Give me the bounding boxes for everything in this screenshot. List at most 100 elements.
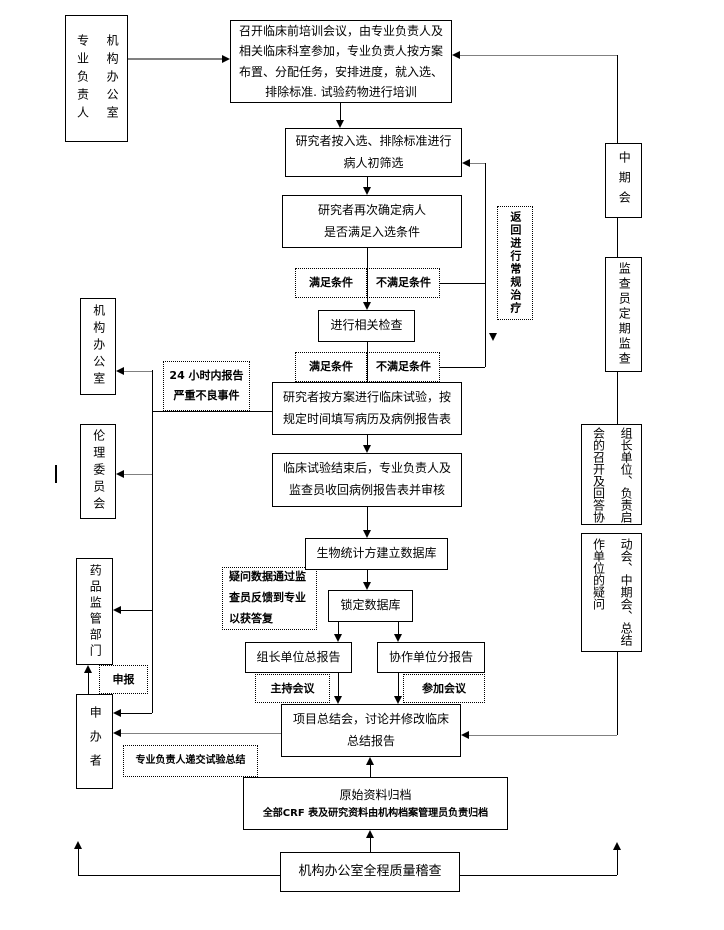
arrow-up: [613, 842, 621, 850]
node-text: 药品监管部门: [88, 563, 103, 660]
label-text: 专业负责人递交试验总结: [135, 755, 246, 766]
arrow-left: [113, 709, 121, 717]
node-text: 机构办公室: [91, 304, 106, 389]
label-text: 满足条件: [309, 360, 353, 374]
connector-line: [440, 367, 485, 368]
declare-label: 申报: [99, 665, 148, 694]
node-text: 协作单位分报告: [388, 649, 473, 664]
node-text-line: 监查员收回病例报告表并审核: [288, 483, 445, 497]
node-text: 锁定数据库: [340, 598, 401, 613]
connector-line: [469, 735, 617, 736]
node-archive-original-data: 原始资料归档 全部CRF 表及研究资料由机构档案管理员负责归档: [243, 777, 508, 830]
node-leader-duty-top: 会的召开及回答协 组长单位、负责启: [581, 424, 642, 525]
connector-line: [370, 835, 371, 852]
leader-duty-right-column: 动会、中期会、总结: [619, 538, 634, 646]
leader-duty-left-column: 作单位的疑问: [591, 538, 606, 610]
arrow-down: [363, 302, 371, 310]
submit-summary-label: 专业负责人递交试验总结: [123, 745, 258, 777]
arrow-down: [334, 696, 342, 704]
label-line: 24 小时内报告: [169, 369, 244, 383]
connector-line: [370, 762, 371, 777]
label-text: 申报: [112, 672, 135, 686]
connector-line: [121, 733, 281, 734]
node-text-line: 召开临床前培训会议，由专业负责人及: [238, 23, 443, 38]
report-24h-label: 24 小时内报告 严重不良事件: [163, 361, 250, 411]
connector-line: [152, 411, 272, 412]
label-line: 疑问数据通过监: [229, 570, 306, 584]
label-text: 返回进行常规治疗: [508, 211, 522, 315]
connector-line: [617, 372, 618, 424]
connector-line: [460, 875, 617, 876]
arrow-down: [363, 187, 371, 195]
join-meeting-label: 参加会议: [403, 674, 485, 703]
node-drug-regulatory-dept: 药品监管部门: [76, 558, 113, 665]
connector-line: [617, 218, 618, 257]
arrow-down: [363, 530, 371, 538]
node-institution-office: 机构办公室: [80, 298, 116, 395]
node-text: 监查员定期监查: [617, 262, 632, 367]
node-text-line: 排除标准. 试验药物进行培训: [265, 84, 417, 99]
connector-line: [367, 507, 368, 533]
node-text-line: 项目总结会，讨论并修改临床: [292, 711, 449, 726]
arrow-down: [363, 445, 371, 453]
connector-line: [367, 248, 368, 303]
node-start-responsible: 专业负责人 机构办公室: [65, 15, 128, 142]
condition-meet-label-1: 满足条件: [295, 268, 367, 298]
node-text-line: 规定时间填写病历及病例报告表: [282, 411, 451, 426]
label-line: 查员反馈到专业: [229, 591, 306, 605]
node-text-line: 研究者按方案进行临床试验，按: [282, 389, 451, 404]
node-text-line: 临床试验结束后，专业负责人及: [282, 461, 451, 476]
node-trial-end-collect-crf: 临床试验结束后，专业负责人及 监查员收回病例报告表并审核: [272, 453, 462, 507]
node-office-quality-audit: 机构办公室全程质量稽查: [280, 852, 460, 892]
node-collab-unit-report: 协作单位分报告: [377, 642, 485, 673]
node-text: 组长单位总报告: [256, 649, 341, 664]
connector-line: [440, 283, 485, 284]
node-reconfirm-eligibility: 研究者再次确定病人 是否满足入选条件: [282, 195, 462, 248]
start-left-column: 专业负责人: [75, 33, 90, 124]
node-conduct-trial: 研究者按方案进行临床试验，按 规定时间填写病历及病例报告表: [272, 382, 462, 435]
label-text: 不满足条件: [376, 276, 431, 290]
arrow-left: [452, 51, 460, 59]
node-related-checks: 进行相关检查: [318, 310, 415, 342]
label-text: 主持会议: [270, 681, 315, 695]
arrow-left: [461, 731, 469, 739]
connector-line: [617, 55, 618, 143]
connector-line: [78, 849, 79, 875]
connector-line: [124, 474, 152, 475]
node-preclinical-training: 召开临床前培训会议，由专业负责人及 相关临床科室参加，专业负责人按方案 布置、分…: [230, 20, 452, 103]
label-text: 不满足条件: [376, 360, 431, 374]
connector-line: [460, 55, 617, 56]
connector-line: [338, 622, 339, 637]
node-monitor-periodic-check: 监查员定期监查: [605, 257, 642, 372]
arrow-down: [336, 120, 344, 128]
arrow-up: [366, 830, 374, 838]
node-text-line: 相关临床科室参加，专业负责人按方案: [238, 44, 443, 59]
condition-meet-label-2: 满足条件: [295, 352, 367, 382]
condition-notmeet-label-1: 不满足条件: [367, 268, 440, 298]
return-routine-treatment-label: 返回进行常规治疗: [497, 206, 533, 320]
node-text-detail: 全部CRF 表及研究资料由机构档案管理员负责归档: [262, 808, 489, 820]
connector-line: [367, 177, 368, 190]
arrow-left: [116, 367, 124, 375]
node-text: 机构办公室全程质量稽查: [298, 864, 442, 880]
arrow-down: [363, 582, 371, 590]
connector-line: [485, 163, 486, 367]
node-text: 申办者: [88, 705, 103, 778]
node-biostat-database: 生物统计方建立数据库: [305, 538, 448, 570]
node-leader-duty-bottom: 作单位的疑问 动会、中期会、总结: [581, 533, 642, 652]
arrow-down: [394, 634, 402, 642]
arrow-left: [462, 159, 470, 167]
node-lock-database: 锁定数据库: [328, 590, 413, 622]
arrow-left: [113, 729, 121, 737]
connector-line: [152, 370, 153, 713]
arrow-left: [116, 470, 124, 478]
node-text: 进行相关检查: [330, 318, 403, 333]
connector-line: [367, 435, 368, 447]
node-text-line: 研究者再次确定病人: [317, 202, 426, 217]
arrow-up: [84, 665, 92, 673]
node-ethics-committee: 伦理委员会: [80, 424, 116, 519]
connector-line: [338, 673, 339, 699]
node-text-line: 原始资料归档: [339, 787, 412, 802]
label-text: 满足条件: [309, 276, 353, 290]
connector-line: [367, 570, 368, 585]
